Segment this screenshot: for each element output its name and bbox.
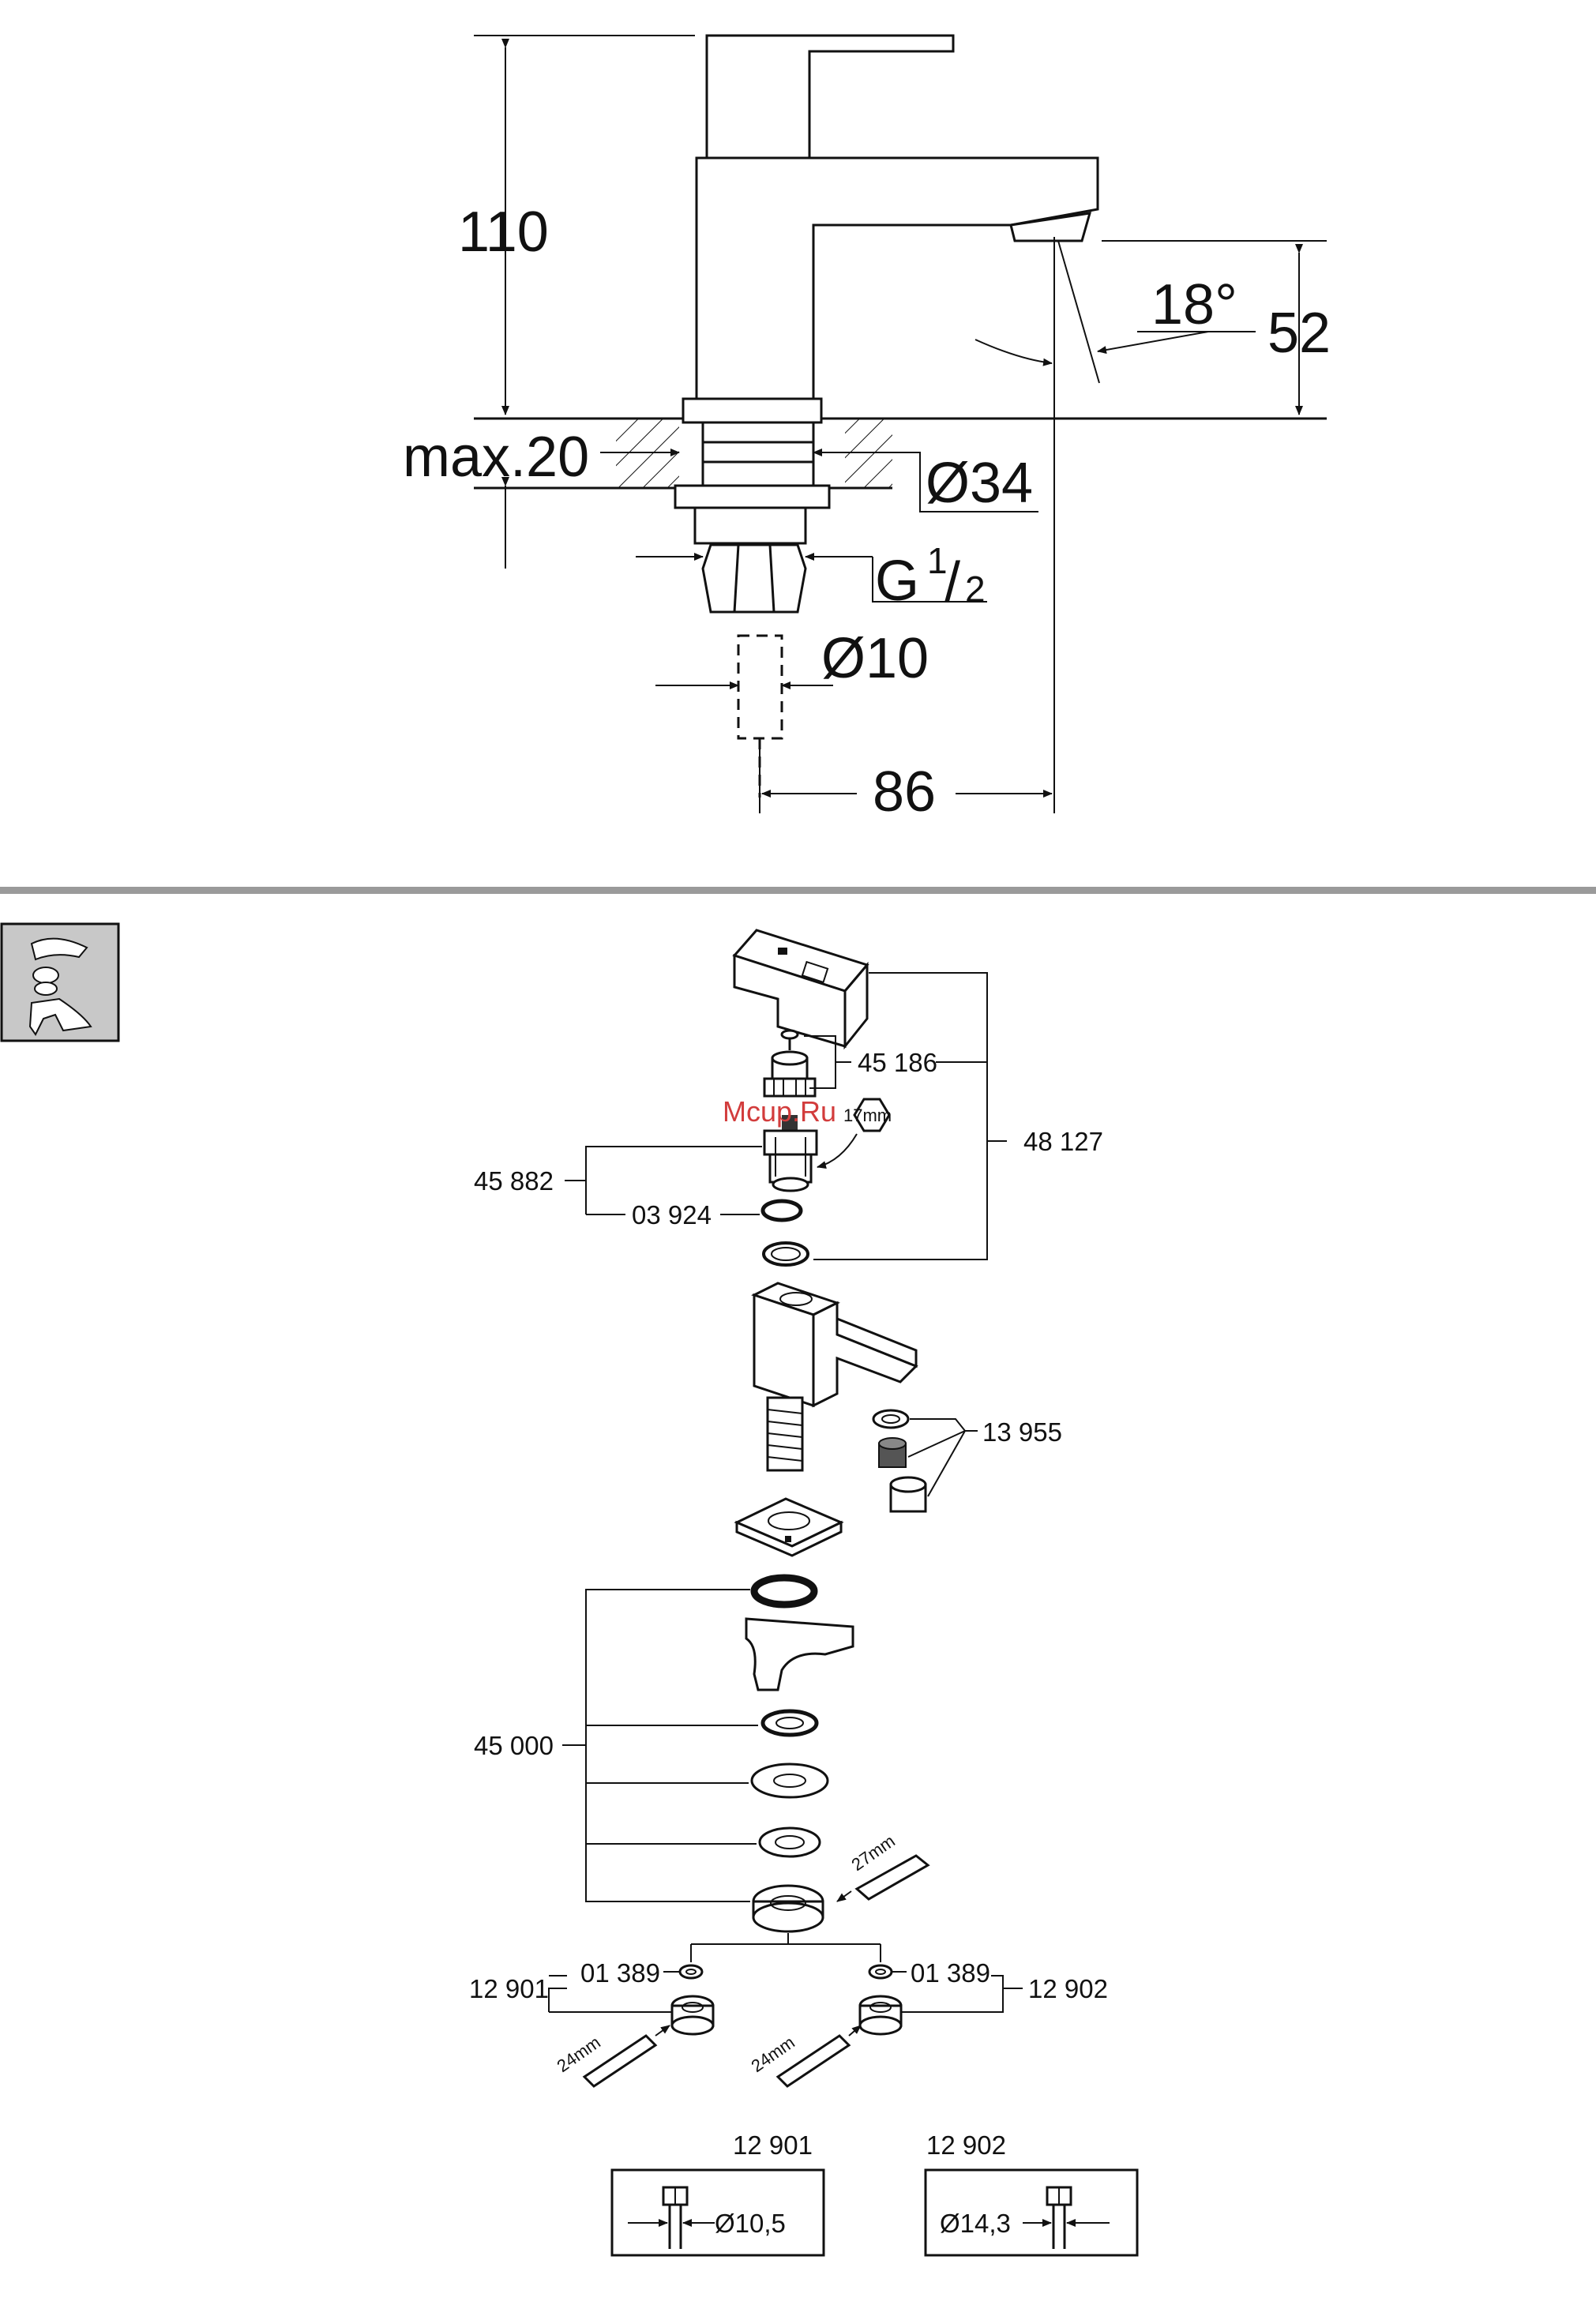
spare-parts-icon: [2, 924, 118, 1041]
adapter-part: [764, 1052, 815, 1096]
dimension-lines: [474, 36, 1327, 813]
part-13955-label: 13 955: [982, 1417, 1062, 1447]
connector-right-part: 24mm: [748, 1965, 901, 2086]
dim-thread-den: 2: [965, 569, 986, 610]
detail-left-diameter: Ø10,5: [715, 2209, 786, 2238]
dim-projection-label: 86: [873, 760, 936, 824]
connector-details: 12 901 12 902 Ø10,5 Ø14,3: [612, 2130, 1137, 2255]
dim-angle-label: 18°: [1151, 273, 1237, 336]
washer-1-part: [763, 1711, 817, 1735]
detail-left-code: 12 901: [733, 2130, 813, 2160]
screw-part: [782, 1030, 798, 1050]
gasket-part: [764, 1243, 808, 1265]
washer-2-part: [752, 1764, 828, 1797]
part-45186-label: 45 186: [858, 1048, 937, 1077]
hex-size-label: 17mm: [843, 1106, 892, 1125]
watermark: Mcup.Ru: [723, 1095, 836, 1128]
part-45000-label: 45 000: [474, 1731, 554, 1760]
dim-thread-g-label: G: [875, 550, 919, 613]
spanner-27-icon: 27mm: [837, 1831, 928, 1901]
detail-right-code: 12 902: [926, 2130, 1006, 2160]
exploded-view: 27mm 24mm 24mm: [469, 930, 1108, 2086]
section-separator: [0, 887, 1596, 894]
dim-height-label: 110: [458, 201, 549, 264]
part-03924-label: 03 924: [632, 1200, 712, 1229]
washer-3-part: [760, 1828, 820, 1856]
handle-part: [734, 930, 867, 1046]
part-12901-label: 12 901: [469, 1974, 549, 2003]
dim-hole-label: Ø34: [926, 452, 1033, 515]
countertop: [474, 417, 1327, 491]
dim-max-label: max.20: [403, 426, 589, 489]
part-01389-right-label: 01 389: [911, 1958, 990, 1988]
detail-right-diameter: Ø14,3: [940, 2209, 1011, 2238]
part-45882-label: 45 882: [474, 1166, 554, 1196]
part-01389-left-label: 01 389: [580, 1958, 660, 1988]
spanner-27-label: 27mm: [848, 1831, 899, 1875]
part-12902-label: 12 902: [1028, 1974, 1108, 2003]
fixing-nut-part: [753, 1886, 823, 1931]
o-ring-part: [763, 1201, 801, 1220]
dim-thread-slash: /: [944, 551, 960, 614]
horseshoe-part: [746, 1619, 853, 1690]
aerator-part: [873, 1410, 926, 1511]
part-48127-label: 48 127: [1023, 1127, 1103, 1156]
dimension-drawing: 110 52 18° max.20 Ø34 G 1 / 2 Ø10 86: [403, 36, 1331, 824]
seal-ring-part: [754, 1578, 814, 1605]
dim-pipe-label: Ø10: [821, 627, 929, 690]
base-plate-part: [737, 1499, 841, 1556]
dim-spout-label: 52: [1267, 302, 1331, 365]
